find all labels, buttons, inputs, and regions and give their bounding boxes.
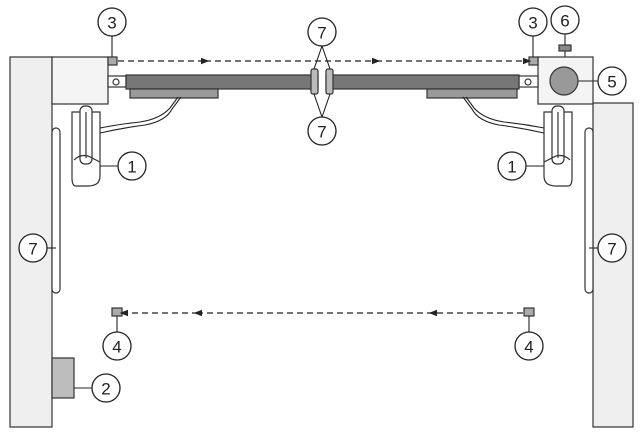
callout-label: 7	[28, 240, 37, 259]
photocell-bottom-left	[111, 307, 123, 317]
callout-edge-right-post: 7	[597, 233, 627, 263]
callout-label: 7	[607, 240, 616, 259]
callout-photocell-top-left: 3	[97, 7, 127, 37]
callout-label: 4	[524, 338, 533, 357]
control-box	[51, 357, 75, 399]
callout-label: 2	[101, 380, 110, 399]
callout-control-box: 2	[91, 373, 121, 403]
callout-label: 1	[507, 158, 516, 177]
edge-right-post	[584, 127, 594, 294]
antenna	[558, 44, 572, 52]
photocell-top-left	[107, 56, 118, 66]
callout-antenna: 6	[550, 5, 580, 35]
photocell-bottom-right	[523, 307, 535, 317]
photocell-top-right	[528, 56, 539, 66]
callout-label: 3	[107, 14, 116, 33]
callout-edge-left-post: 7	[18, 233, 48, 263]
edge-left-leaf-end	[310, 68, 319, 95]
right-leaf-bracket	[426, 88, 518, 99]
callout-flashing-light: 5	[597, 66, 627, 96]
callout-operator-right: 1	[497, 151, 527, 181]
callout-operator-left: 1	[117, 151, 147, 181]
edge-left-post	[51, 127, 61, 294]
callout-label: 6	[560, 12, 569, 31]
left-gate-leaf	[125, 74, 319, 90]
callout-edge-top-upper: 7	[307, 17, 337, 47]
right-gate-post	[592, 102, 634, 428]
edge-right-leaf-end	[325, 68, 334, 95]
callout-photocell-top-right: 3	[518, 7, 548, 37]
operator-right	[462, 96, 573, 187]
right-hinge-pin	[524, 78, 532, 86]
callout-label: 3	[528, 14, 537, 33]
callout-label: 7	[317, 24, 326, 43]
left-hinge-pin	[112, 78, 120, 86]
callout-photocell-bottom-left: 4	[102, 331, 132, 361]
callout-label: 5	[607, 73, 616, 92]
flashing-light	[549, 66, 579, 96]
operator-left	[71, 96, 182, 187]
callout-label: 7	[317, 123, 326, 142]
left-leaf-bracket	[129, 88, 219, 99]
callout-photocell-bottom-right: 4	[514, 331, 544, 361]
right-gate-leaf	[325, 74, 520, 90]
callout-label: 4	[112, 338, 121, 357]
left-bracket-box	[51, 56, 109, 105]
callout-label: 1	[127, 158, 136, 177]
callout-edge-top-lower: 7	[307, 116, 337, 146]
